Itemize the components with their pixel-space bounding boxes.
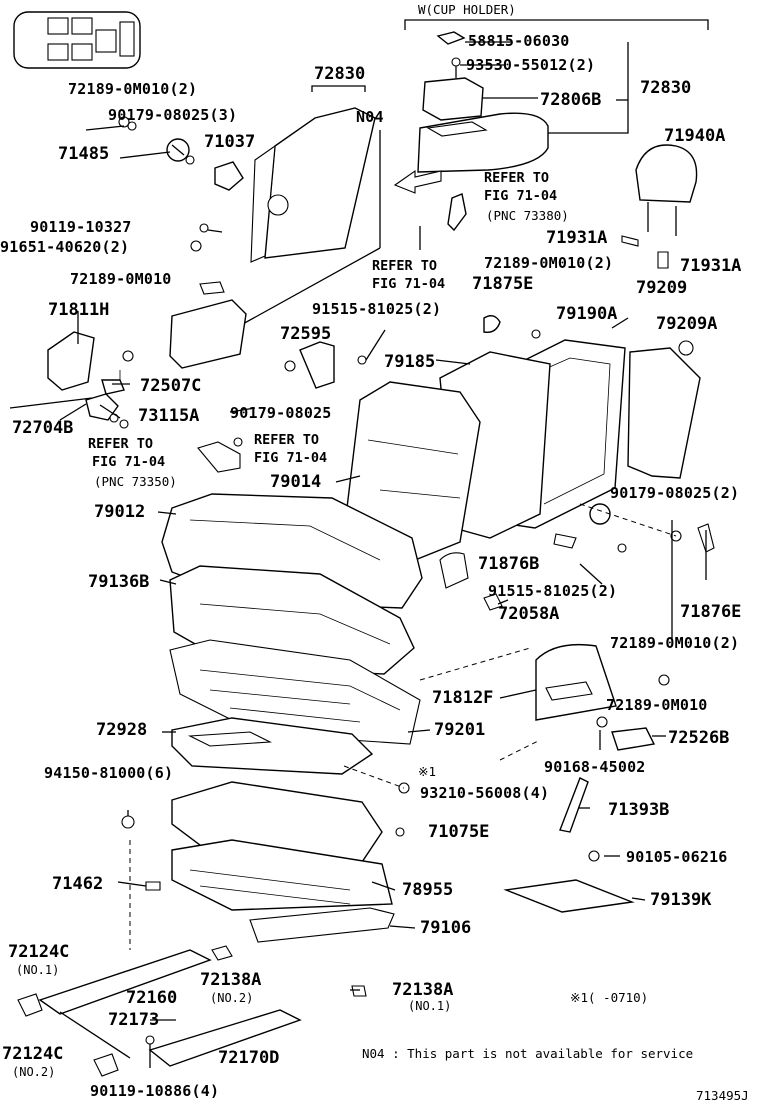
shield-71812f-shape	[535, 643, 617, 721]
refer-3-line3: (PNC 73350)	[94, 474, 177, 489]
n04-footnote: N04 : This part is not available for ser…	[362, 1046, 694, 1061]
part-71393b[interactable]: 71393B	[608, 800, 670, 820]
headrest-71940a-shape	[635, 144, 698, 203]
part-72704b[interactable]: 72704B	[12, 418, 74, 438]
part-72189-0m010-2a[interactable]: 72189-0M010(2)	[68, 80, 198, 98]
part-58815-06030[interactable]: 58815-06030	[468, 32, 570, 50]
part-79209[interactable]: 79209	[636, 278, 688, 298]
part-72124c-no1[interactable]: 72124C	[8, 942, 70, 962]
part-72189-0m010-e[interactable]: 72189-0M010	[606, 696, 708, 714]
part-72830-top[interactable]: 72830	[314, 64, 366, 84]
part-72507c[interactable]: 72507C	[140, 376, 202, 396]
part-72806b[interactable]: 72806B	[540, 90, 602, 110]
part-72160[interactable]: 72160	[126, 988, 178, 1008]
part-79139k[interactable]: 79139K	[650, 890, 712, 910]
part-72928[interactable]: 72928	[96, 720, 148, 740]
part-90179-08025-3[interactable]: 90179-08025(3)	[108, 106, 238, 124]
refer-4-line1: REFER TO	[254, 432, 320, 448]
cup-holder-72806b-shape	[422, 77, 484, 121]
part-90119-10327[interactable]: 90119-10327	[30, 218, 132, 236]
rail-72160-shape	[38, 949, 212, 1015]
n04-mark: N04	[356, 108, 384, 126]
refer-1-line2: FIG 71-04	[484, 188, 558, 204]
part-79190a[interactable]: 79190A	[556, 304, 618, 324]
part-90179-08025-b[interactable]: 90179-08025	[230, 404, 332, 422]
part-71931a-2[interactable]: 71931A	[680, 256, 742, 276]
cover-71811h-shape	[47, 331, 95, 391]
part-91651-40620[interactable]: 91651-40620(2)	[0, 238, 130, 256]
part-91515-81025-a[interactable]: 91515-81025(2)	[312, 300, 442, 318]
part-72173[interactable]: 72173	[108, 1010, 160, 1030]
part-72170d[interactable]: 72170D	[218, 1048, 280, 1068]
part-72189-0m010-2d[interactable]: 72189-0M010(2)	[610, 634, 740, 652]
x1-date-note: ※1( -0710)	[570, 990, 649, 1005]
part-79014[interactable]: 79014	[270, 472, 322, 492]
part-93210-56008[interactable]: 93210-56008(4)	[420, 784, 550, 802]
part-78955[interactable]: 78955	[402, 880, 454, 900]
part-90168-45002[interactable]: 90168-45002	[544, 758, 646, 776]
armrest-n04-shape	[264, 107, 376, 259]
refer-3-line2: FIG 71-04	[92, 454, 166, 470]
part-72138a-no2-sub: (NO.2)	[210, 991, 254, 1005]
pan-72928-shape	[171, 717, 374, 775]
part-71075e[interactable]: 71075E	[428, 822, 490, 842]
part-72124c-no2-sub: (NO.2)	[12, 1065, 56, 1079]
part-72189-0m010-2c[interactable]: 72189-0M010(2)	[484, 254, 614, 272]
figure-id: 713495J	[696, 1088, 749, 1103]
cup-holder-header: W(CUP HOLDER)	[418, 2, 516, 17]
part-71812f[interactable]: 71812F	[432, 688, 494, 708]
part-72138a-no1-sub: (NO.1)	[408, 999, 452, 1013]
part-72526b[interactable]: 72526B	[668, 728, 730, 748]
part-90179-08025-2[interactable]: 90179-08025(2)	[610, 484, 740, 502]
part-71875e[interactable]: 71875E	[472, 274, 534, 294]
armrest-72830-shape	[417, 112, 549, 173]
part-90105-06216[interactable]: 90105-06216	[626, 848, 728, 866]
refer-1-line3: (PNC 73380)	[486, 208, 569, 223]
vehicle-locator-icon	[13, 11, 141, 69]
part-90119-10886[interactable]: 90119-10886(4)	[90, 1082, 220, 1100]
armrest-base-shape	[169, 299, 247, 369]
part-79201[interactable]: 79201	[434, 720, 486, 740]
part-71811h[interactable]: 71811H	[48, 300, 110, 320]
refer-3-line1: REFER TO	[88, 436, 154, 452]
part-79185[interactable]: 79185	[384, 352, 436, 372]
clip-58815-shape	[436, 31, 466, 45]
part-71485[interactable]: 71485	[58, 144, 110, 164]
refer-2-line1: REFER TO	[372, 258, 438, 274]
part-72138a-no2[interactable]: 72138A	[200, 970, 262, 990]
part-72138a-no1[interactable]: 72138A	[392, 980, 454, 1000]
part-71462[interactable]: 71462	[52, 874, 104, 894]
part-93530-55012[interactable]: 93530-55012(2)	[466, 56, 596, 74]
back-board-79209-shape	[627, 347, 701, 479]
x1-mark: ※1	[418, 764, 436, 779]
part-72124c-no1-sub: (NO.1)	[16, 963, 60, 977]
part-71876b[interactable]: 71876B	[478, 554, 540, 574]
part-72189-0m010-b[interactable]: 72189-0M010	[70, 270, 172, 288]
mat-79139k-shape	[503, 879, 635, 913]
part-94150-81000[interactable]: 94150-81000(6)	[44, 764, 174, 782]
part-72595[interactable]: 72595	[280, 324, 332, 344]
part-72124c-no2[interactable]: 72124C	[2, 1044, 64, 1064]
part-79136b[interactable]: 79136B	[88, 572, 150, 592]
refer-1-line1: REFER TO	[484, 170, 550, 186]
rail-72170d-shape	[148, 1009, 302, 1067]
part-72058a[interactable]: 72058A	[498, 604, 560, 624]
part-79012[interactable]: 79012	[94, 502, 146, 522]
part-79209a[interactable]: 79209A	[656, 314, 718, 334]
refer-2-line2: FIG 71-04	[372, 276, 446, 292]
part-79106[interactable]: 79106	[420, 918, 472, 938]
part-91515-81025-b[interactable]: 91515-81025(2)	[488, 582, 618, 600]
part-72830-right[interactable]: 72830	[640, 78, 692, 98]
part-73115a[interactable]: 73115A	[138, 406, 200, 426]
part-71940a[interactable]: 71940A	[664, 126, 726, 146]
part-71931a-1[interactable]: 71931A	[546, 228, 608, 248]
refer-4-line2: FIG 71-04	[254, 450, 328, 466]
part-71037[interactable]: 71037	[204, 132, 256, 152]
part-71876e[interactable]: 71876E	[680, 602, 742, 622]
